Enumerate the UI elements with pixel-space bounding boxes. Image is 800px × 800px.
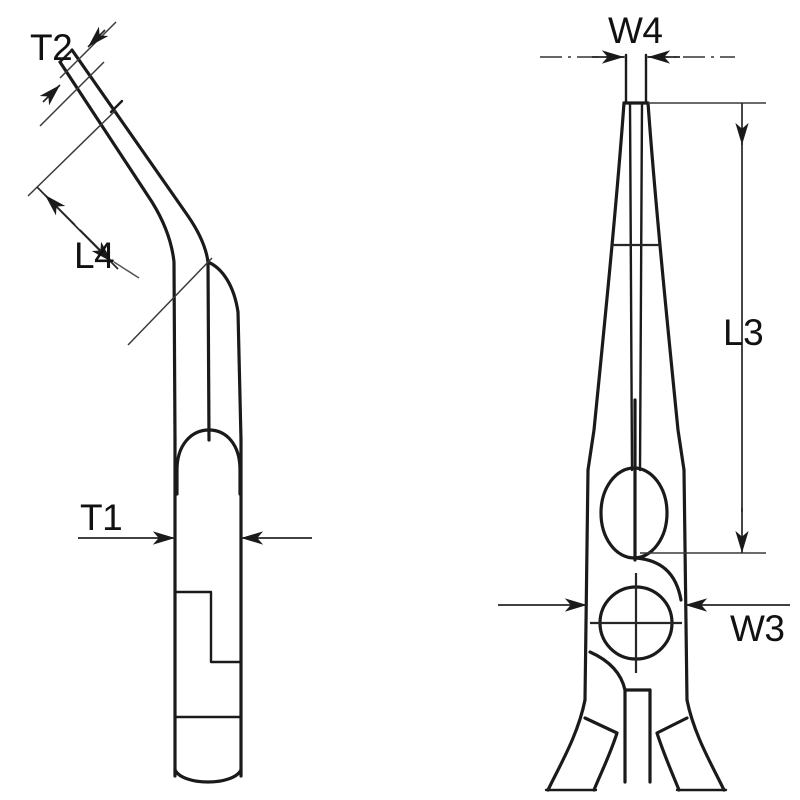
side-view-jaw-arch (175, 428, 242, 496)
dimension-l4: L4 (27, 109, 213, 346)
w4-label: W4 (608, 10, 663, 51)
l4-arrow-lower (79, 229, 113, 263)
front-view-jaw-inner-right (638, 101, 644, 472)
side-view-handle-notch (174, 590, 243, 664)
front-view-head-right-edge (682, 468, 689, 702)
front-view-group: W4 L3 W3 (498, 10, 790, 792)
side-view-outer-contour-right (206, 260, 243, 442)
dimension-w3: W3 (498, 598, 790, 649)
side-view-jaw-tip-cap (58, 48, 74, 64)
front-view-jaw-left-outer (586, 101, 626, 472)
front-view-handle-right-inner (655, 716, 689, 792)
l4-extension-line-bottom (127, 257, 213, 346)
side-view-jaw-lower-edge (58, 60, 177, 442)
jaw-cutout-ellipse (599, 466, 669, 560)
w3-label: W3 (730, 608, 785, 649)
front-view-handle-left-inner (583, 716, 619, 792)
front-view-jaw-inner-left (628, 101, 634, 472)
front-view-handle-right-outer (685, 698, 726, 792)
t2-dimension-arrow-upper (87, 26, 109, 48)
t1-label: T1 (80, 497, 122, 538)
l4-label: L4 (74, 235, 114, 276)
front-view-profile-swoop-upper (634, 556, 683, 602)
l4-extension-line-top (27, 109, 117, 197)
front-view-head-left-edge (583, 468, 590, 702)
t2-extension-line-lower (39, 61, 105, 127)
dimension-l3: L3 (640, 102, 766, 554)
front-view-profile-swoop-lower (588, 650, 627, 692)
dimension-w4: W4 (540, 10, 735, 64)
l4-arrow-upper (44, 194, 76, 226)
front-view-jaw-right-outer (646, 101, 686, 472)
side-view-bend-tick (109, 99, 124, 114)
t2-dimension-arrow-lower (39, 84, 61, 106)
front-view-handle-left-outer (546, 698, 587, 792)
l3-label: L3 (723, 312, 763, 353)
t2-label: T2 (30, 27, 72, 68)
l4-leader-line (113, 261, 140, 279)
dimension-t2: T2 (30, 21, 117, 127)
side-view-handle-bottom-cap (173, 768, 243, 784)
dimension-t1: T1 (78, 497, 312, 545)
side-view-group: T2 L4 T1 (27, 21, 312, 784)
